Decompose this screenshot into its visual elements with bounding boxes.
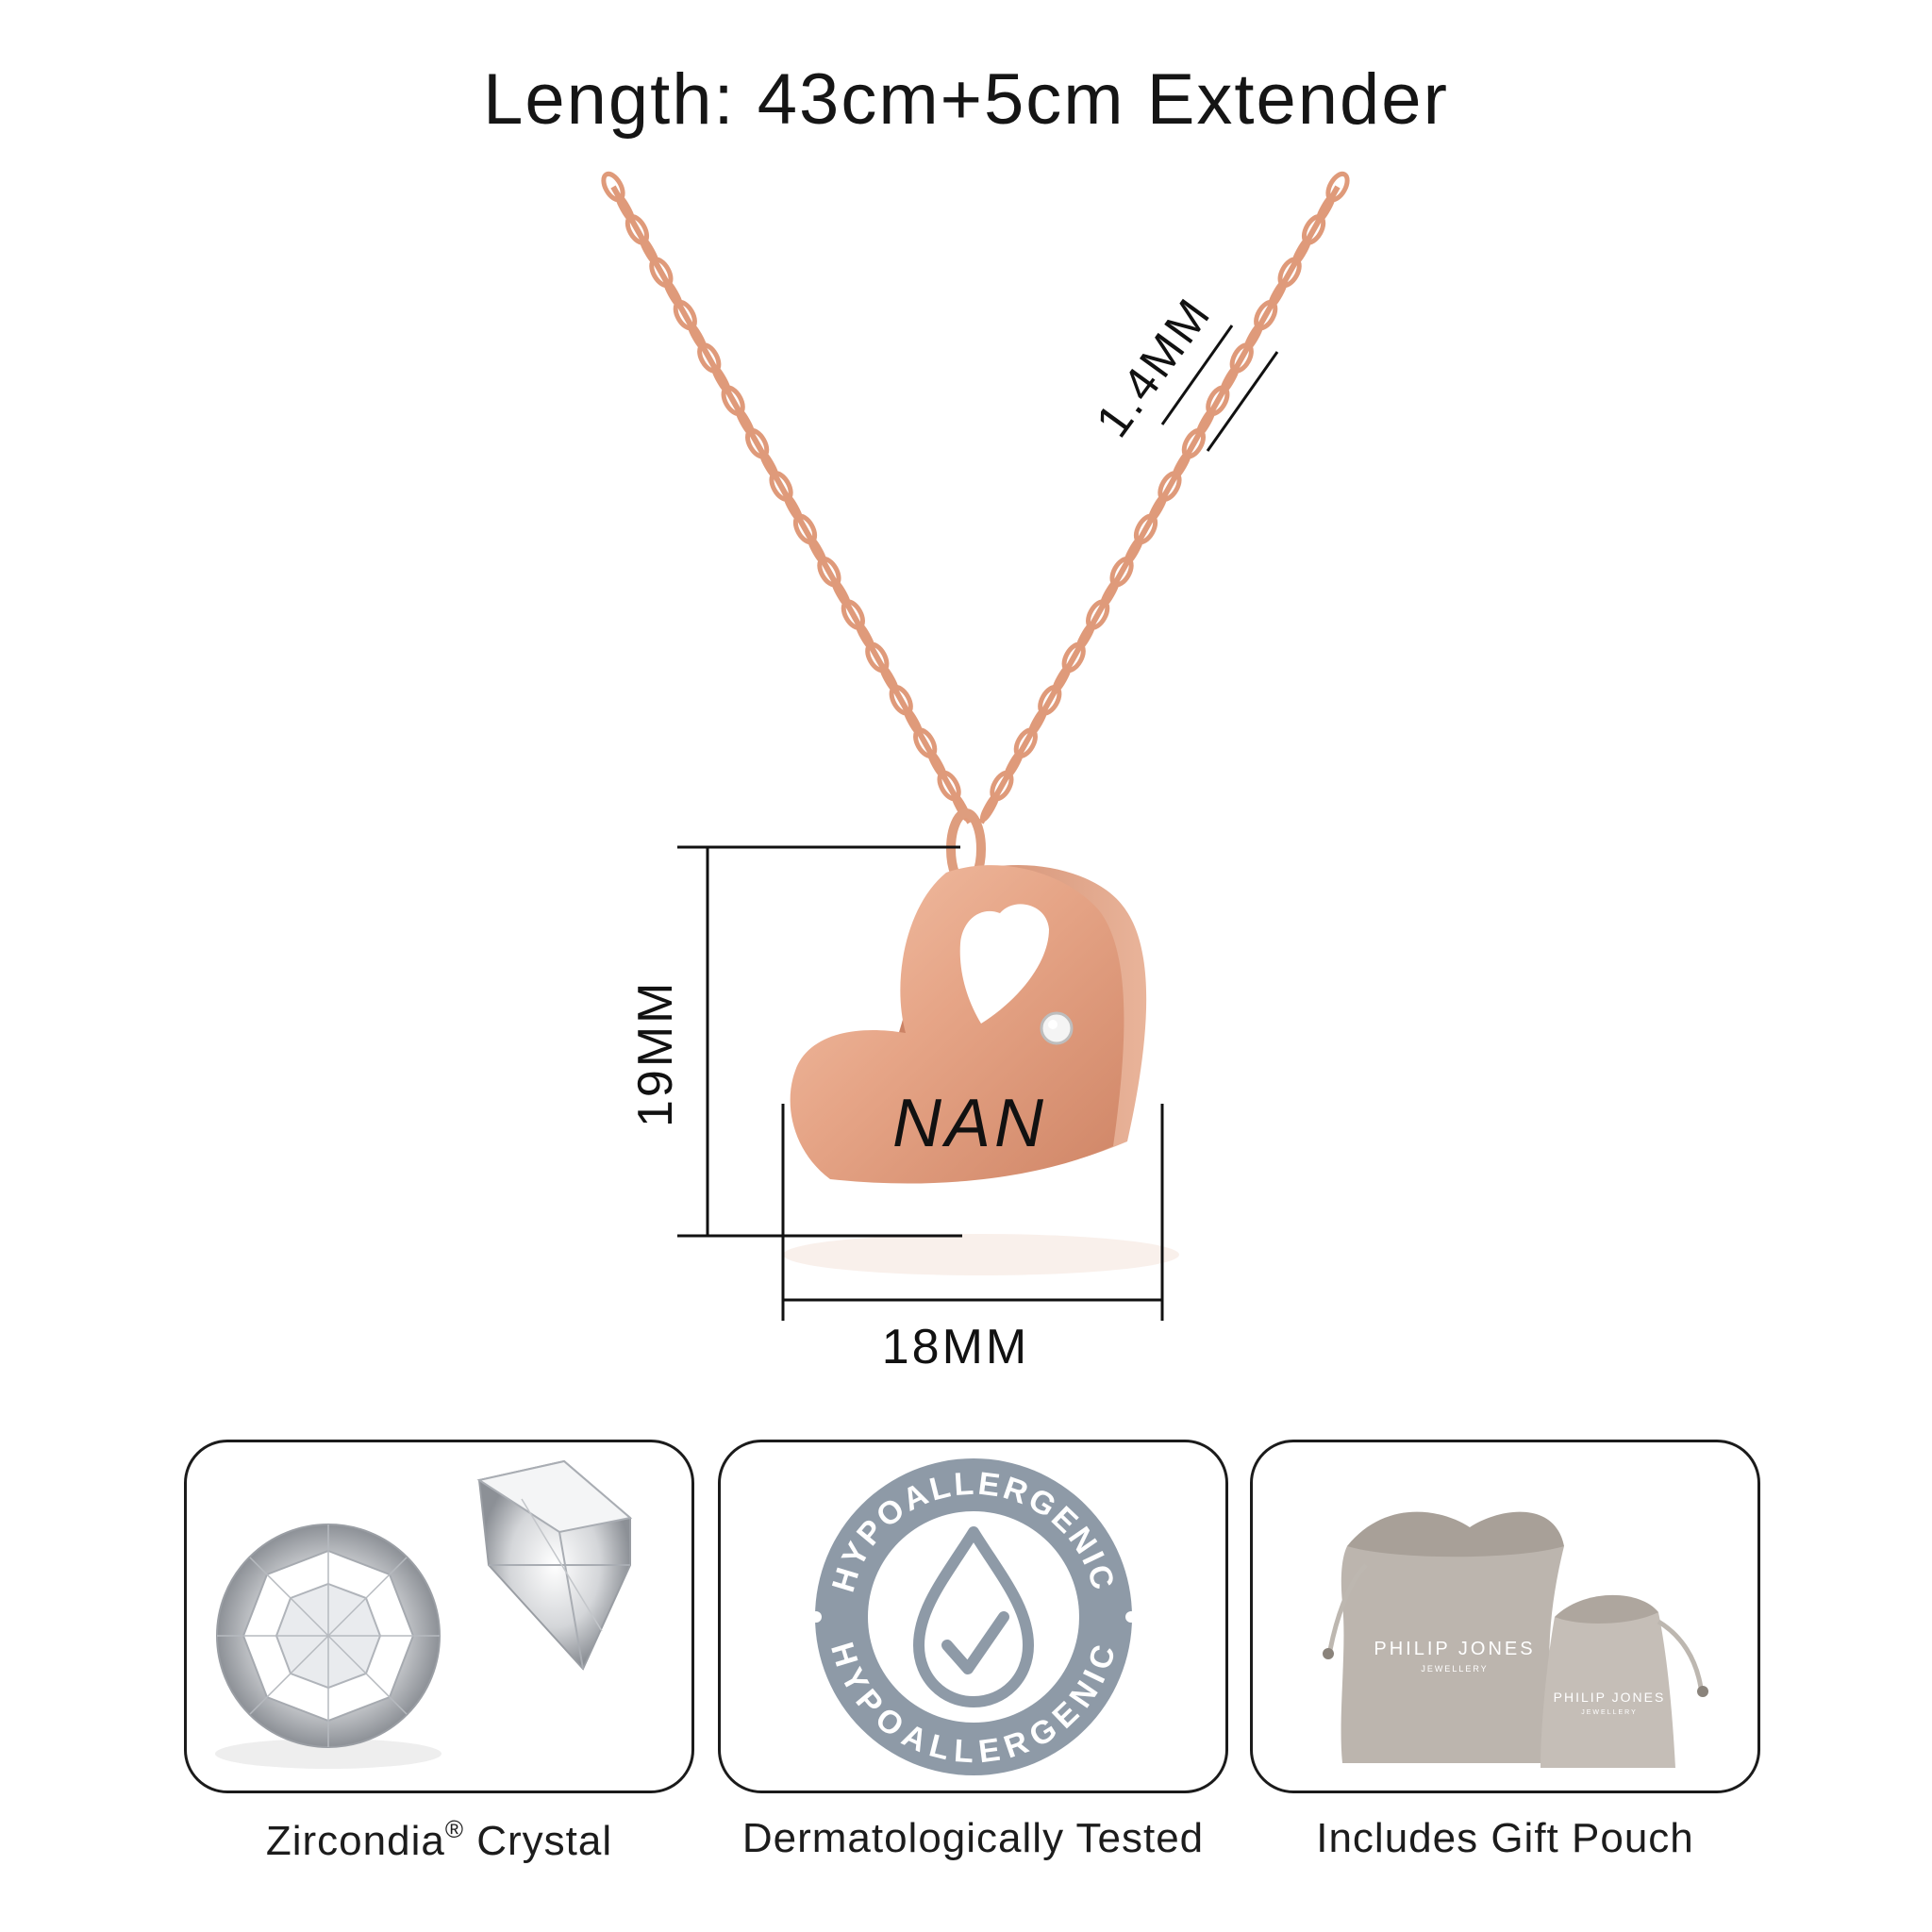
small-pouch-brand: PHILIP JONES [1554,1690,1666,1705]
feature-card-hypoallergenic: HYPOALLERGENIC HYPOALLERGENIC [718,1440,1228,1793]
chain-links [601,171,1350,823]
chain-link [639,236,659,266]
chain-link [1124,535,1144,566]
chain-left [610,185,973,824]
small-pouch-subbrand: JEWELLERY [1581,1709,1638,1716]
crystal-glint [1048,1020,1058,1029]
chain-link [1147,492,1168,523]
width-dimension-label: 18MM [881,1320,1030,1374]
chain-link [783,492,804,523]
chain-link [1172,450,1191,480]
side-crystal [476,1459,633,1671]
droplet-check-icon [913,1526,1034,1707]
chain-link [831,578,851,608]
chain-link [615,193,636,224]
crystal-icon [215,1459,633,1769]
chain-link [1243,322,1264,352]
chain-link [663,278,683,309]
height-dimension-label: 19MM [628,979,683,1127]
height-dimension-lines [677,845,962,1238]
feature-caption-tested: Dermatologically Tested [741,1815,1205,1861]
chain-link [1075,621,1096,651]
chain-link [903,707,924,737]
chain-link [1004,749,1024,779]
chain-link [1100,578,1120,608]
chain-link [1268,278,1288,309]
chain-link [1195,407,1216,438]
hypoallergenic-badge-icon: HYPOALLERGENIC HYPOALLERGENIC [810,1458,1137,1775]
chain-link [879,663,899,694]
chain-link [687,322,708,352]
chain-link [1052,663,1072,694]
chain-link [735,407,756,438]
chain-link [807,535,827,566]
pendant-crystal [1040,1011,1074,1045]
large-pouch: PHILIP JONES JEWELLERY [1323,1511,1564,1763]
gift-pouch-icon: PHILIP JONES JEWELLERY PHILIP JONES JEWE… [1323,1511,1708,1768]
feature-card-crystal [184,1440,694,1793]
chain-link [1027,707,1048,737]
chain-link [855,621,875,651]
chain-link [979,791,1000,823]
width-dimension-lines [781,1104,1164,1321]
chain-link [1220,364,1240,394]
chain-link [759,450,779,480]
large-pouch-subbrand: JEWELLERY [1421,1664,1488,1674]
round-crystal [216,1524,441,1748]
chain-link [951,791,972,823]
large-pouch-brand: PHILIP JONES [1374,1639,1535,1659]
length-title: Length: 43cm+5cm Extender [483,59,1449,140]
pendant-reflection [783,1234,1179,1275]
pendant-engraving: NAN [892,1086,1047,1161]
small-pouch: PHILIP JONES JEWELLERY [1541,1594,1708,1768]
pendant-heart-cutout [959,904,1049,1024]
feature-caption-pouch: Includes Gift Pouch [1316,1815,1694,1861]
chain-link [927,749,947,779]
feature-card-gift-pouch: PHILIP JONES JEWELLERY PHILIP JONES JEWE… [1250,1440,1760,1793]
chain-width-marker [1160,325,1279,452]
chain-link [1315,193,1336,224]
chain-link [711,364,731,394]
chain-link [1291,236,1312,266]
feature-caption-crystal: Zircondia® Crystal [265,1815,613,1864]
chain-right [978,185,1341,824]
